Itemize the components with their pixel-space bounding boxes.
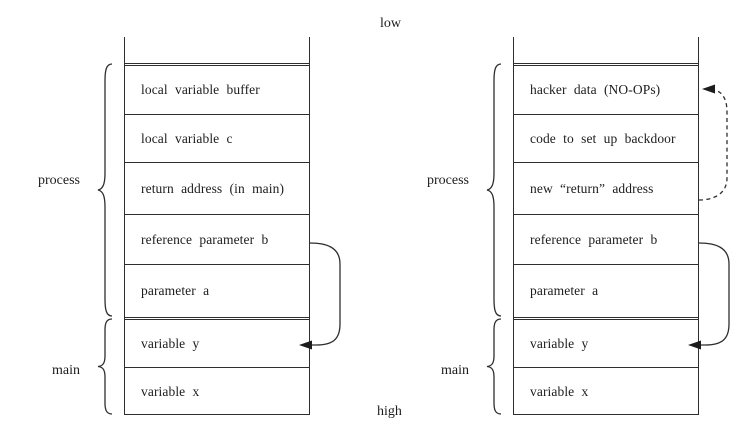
cell-variable-y: variable y — [125, 320, 309, 368]
stack-frame-top-divider — [125, 63, 309, 66]
main-label-right: main — [441, 363, 469, 378]
cell-parameter-a: parameter a — [141, 283, 210, 298]
high-address-label: high — [377, 404, 402, 419]
process-label-left: process — [38, 173, 80, 188]
stack-frame-top-divider — [514, 63, 698, 66]
cell-backdoor-code: code to set up backdoor — [514, 115, 698, 163]
cell-hacker-data: hacker data (NO-OPs) — [514, 66, 698, 115]
pointer-arrow-left — [299, 242, 341, 350]
main-brace-right — [486, 318, 502, 415]
cell-variable-x: variable x — [141, 383, 200, 399]
cell-local-variable-buffer: local variable buffer — [125, 66, 309, 115]
cell-local-variable-c: local variable c — [125, 115, 309, 163]
cell-new-return-address: new “return” address — [514, 163, 698, 215]
cell-parameter-a: parameter a — [530, 283, 599, 298]
return-redirect-dashed-arrow — [698, 84, 728, 201]
cell-variable-x: variable x — [530, 383, 589, 399]
process-brace-left — [97, 63, 113, 317]
stack-frame-mid-divider — [125, 317, 309, 320]
cell-variable-y: variable y — [514, 320, 698, 368]
stack-frame-mid-divider — [514, 317, 698, 320]
stack-attacked: hacker data (NO-OPs) code to set up back… — [513, 37, 699, 415]
cell-reference-parameter-b: reference parameter b — [125, 215, 309, 265]
process-brace-right — [486, 63, 502, 317]
cell-reference-parameter-b: reference parameter b — [514, 215, 698, 265]
main-label-left: main — [52, 363, 80, 378]
main-brace-left — [97, 318, 113, 415]
cell-return-address: return address (in main) — [125, 163, 309, 215]
pointer-arrow-right — [688, 242, 730, 350]
stack-normal: local variable buffer local variable c r… — [124, 37, 310, 415]
low-address-label: low — [380, 16, 401, 31]
process-label-right: process — [427, 173, 469, 188]
